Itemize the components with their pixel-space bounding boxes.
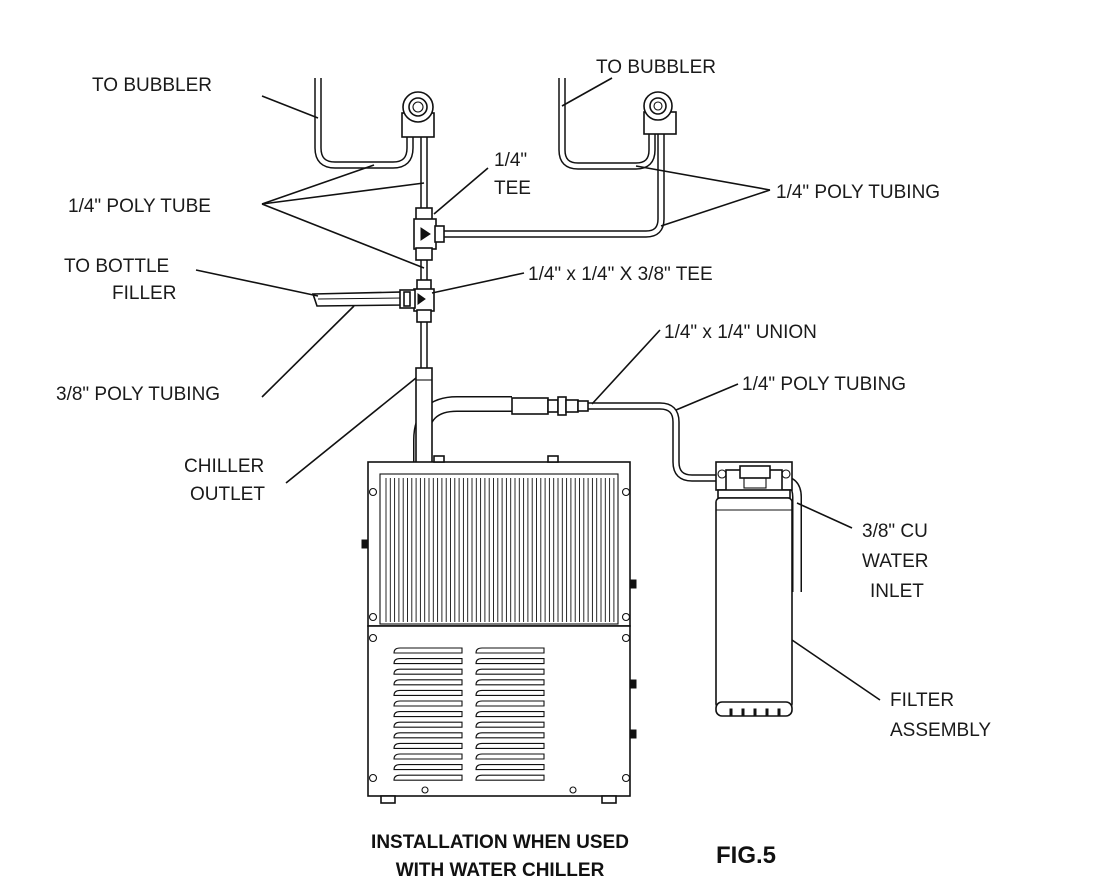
poly-tube-left-label: 1/4" POLY TUBE [68,196,211,217]
right-bubbler-valve [643,91,677,135]
water-chiller [361,455,637,804]
to-bubbler-left-label: TO BUBBLER [92,75,212,96]
caption-line-2: WITH WATER CHILLER [396,860,605,881]
filter-label-1: FILTER [890,690,954,711]
cu-inlet-label-2: WATER [862,551,929,572]
filter-label-2: ASSEMBLY [890,720,991,741]
chiller-outlet-label-2: OUTLET [190,484,265,505]
vent-louvers [393,647,545,781]
figure-number: FIG.5 [716,842,776,869]
cooling-fins [385,478,615,622]
bottle-filler-tube [311,291,404,307]
caption-line-1: INSTALLATION WHEN USED [371,832,629,853]
quarter-tee-label-1: 1/4" [494,150,527,171]
left-bubbler-tube [314,78,414,169]
right-bubbler-tube [558,78,656,170]
to-bubbler-right-label: TO BUBBLER [596,57,716,78]
cu-inlet-label-3: INLET [870,581,924,602]
chiller-outlet-elbow [413,396,512,462]
reducing-tee [399,279,435,323]
poly-tubing-filter-label: 1/4" POLY TUBING [742,374,906,395]
left-bubbler-valve [401,91,435,138]
chiller-outlet-fitting [415,367,433,467]
leader-lines [195,77,881,701]
cu-inlet-label-1: 3/8" CU [862,521,928,542]
right-branch-tube [440,132,665,238]
union-label: 1/4" x 1/4" UNION [664,322,817,343]
three-eighths-poly-label: 3/8" POLY TUBING [56,384,220,405]
filter-assembly [715,461,793,717]
to-bottle-filler-label-2: FILLER [112,283,176,304]
to-bottle-filler-label-1: TO BOTTLE [64,256,169,277]
union-fitting [511,396,589,416]
poly-tubing-right-label: 1/4" POLY TUBING [776,182,940,203]
filter-supply-tube [586,402,724,482]
chiller-outlet-label-1: CHILLER [184,456,264,477]
reducing-tee-label: 1/4" x 1/4" X 3/8" TEE [528,264,713,285]
quarter-inch-tee [413,207,445,261]
quarter-tee-label-2: TEE [494,178,531,199]
